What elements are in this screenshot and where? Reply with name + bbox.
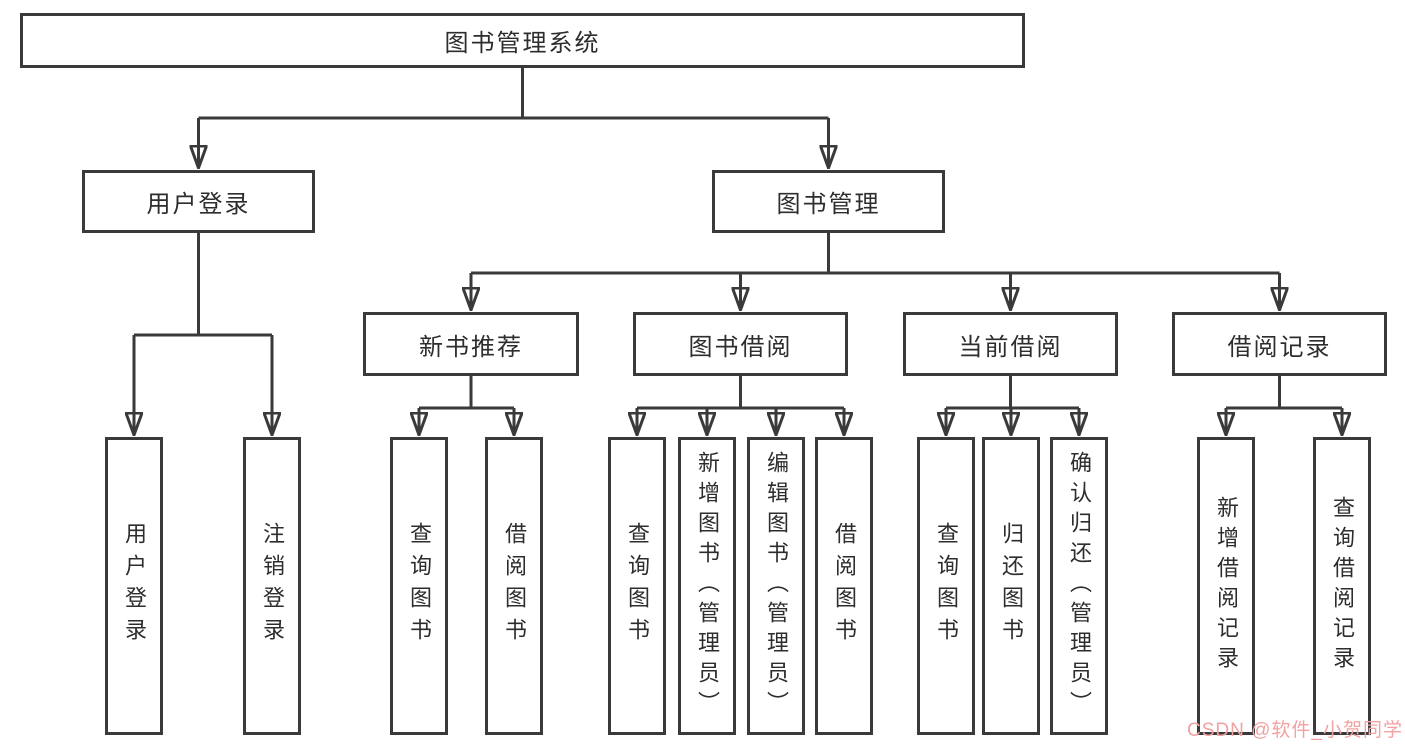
node-new-book-recommend: 新书推荐 bbox=[363, 312, 579, 376]
node-borrowing-records-label: 借阅记录 bbox=[1227, 333, 1332, 361]
csdn-watermark: CSDN @软件_小贺同学 bbox=[1187, 720, 1403, 741]
leaf-query-books-recommend-label: 查询图书 bbox=[407, 522, 432, 650]
leaf-add-borrow-record-label: 新增借阅记录 bbox=[1214, 496, 1239, 676]
leaf-confirm-return-admin-label: 确认归还（管理员） bbox=[1067, 451, 1092, 721]
leaf-add-books-admin: 新增图书（管理员） bbox=[678, 437, 736, 735]
leaf-query-books-borrowing-label: 查询图书 bbox=[625, 522, 650, 650]
leaf-query-books-borrowing: 查询图书 bbox=[608, 437, 666, 735]
node-book-borrowing-label: 图书借阅 bbox=[688, 333, 793, 361]
leaf-confirm-return-admin: 确认归还（管理员） bbox=[1050, 437, 1108, 735]
leaf-user-login: 用户登录 bbox=[105, 437, 163, 735]
leaf-edit-books-admin-label: 编辑图书（管理员） bbox=[764, 451, 789, 721]
leaf-add-books-admin-label: 新增图书（管理员） bbox=[695, 451, 720, 721]
leaf-return-books-label: 归还图书 bbox=[999, 522, 1024, 650]
leaf-borrow-books: 借阅图书 bbox=[815, 437, 873, 735]
node-new-book-recommend-label: 新书推荐 bbox=[419, 333, 523, 361]
node-library-system-label: 图书管理系统 bbox=[444, 30, 601, 57]
leaf-return-books: 归还图书 bbox=[982, 437, 1040, 735]
leaf-borrow-books-recommend: 借阅图书 bbox=[485, 437, 543, 735]
node-user-login: 用户登录 bbox=[82, 170, 315, 233]
leaf-user-login-label: 用户登录 bbox=[122, 522, 147, 650]
leaf-query-books-recommend: 查询图书 bbox=[390, 437, 448, 735]
leaf-borrow-books-label: 借阅图书 bbox=[832, 522, 857, 650]
node-current-borrowing-label: 当前借阅 bbox=[958, 333, 1063, 361]
leaf-logout: 注销登录 bbox=[243, 437, 301, 735]
leaf-edit-books-admin: 编辑图书（管理员） bbox=[747, 437, 805, 735]
leaf-logout-label: 注销登录 bbox=[260, 522, 285, 650]
node-user-login-label: 用户登录 bbox=[146, 191, 251, 218]
node-borrowing-records: 借阅记录 bbox=[1172, 312, 1387, 376]
node-book-borrowing: 图书借阅 bbox=[633, 312, 848, 376]
leaf-borrow-books-recommend-label: 借阅图书 bbox=[502, 522, 527, 650]
leaf-query-books-current: 查询图书 bbox=[917, 437, 975, 735]
node-library-system: 图书管理系统 bbox=[20, 13, 1025, 68]
leaf-add-borrow-record: 新增借阅记录 bbox=[1197, 437, 1255, 735]
leaf-query-borrow-record-label: 查询借阅记录 bbox=[1330, 496, 1355, 676]
leaf-query-books-current-label: 查询图书 bbox=[934, 522, 959, 650]
node-book-management: 图书管理 bbox=[712, 170, 945, 233]
node-book-management-label: 图书管理 bbox=[776, 191, 881, 218]
leaf-query-borrow-record: 查询借阅记录 bbox=[1313, 437, 1371, 735]
node-current-borrowing: 当前借阅 bbox=[903, 312, 1118, 376]
